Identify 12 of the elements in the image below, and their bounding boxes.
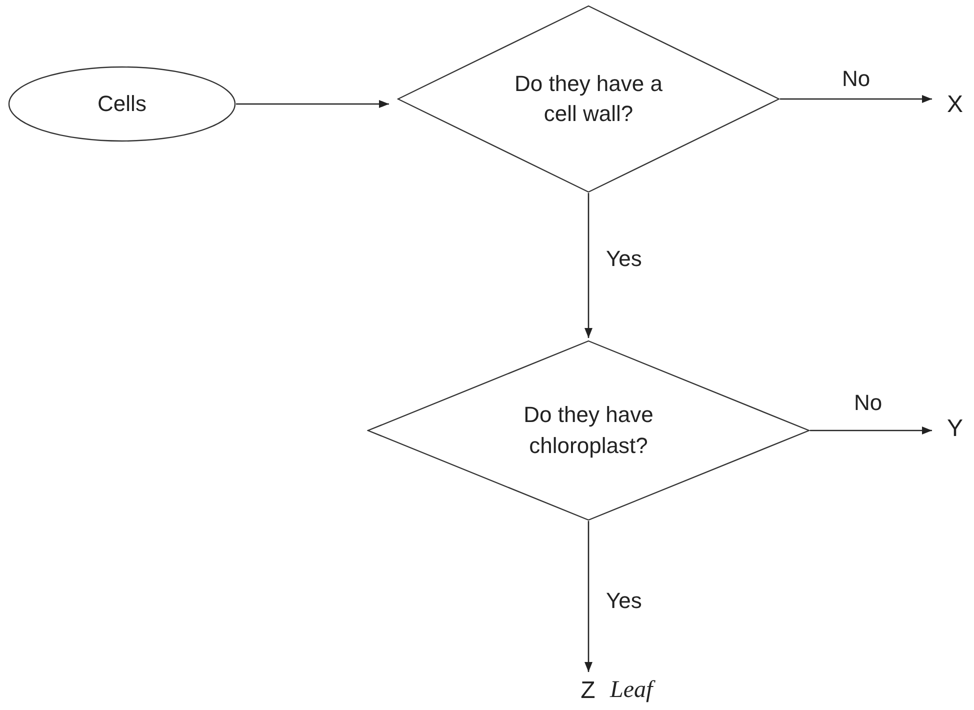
arrow: [780, 95, 932, 103]
arrow: [236, 100, 389, 108]
question-text: Do they have a cell wall?: [514, 70, 664, 128]
outcome-label: X: [946, 90, 963, 120]
question-text: Do they have chloroplast?: [522, 401, 654, 460]
start-label: Cells: [98, 90, 146, 118]
outcome-label: Z: [580, 676, 596, 706]
handwritten-note: Leaf: [610, 672, 653, 708]
arrow: [584, 193, 592, 338]
outcome-label: Y: [946, 414, 963, 444]
arrow: [584, 521, 592, 672]
arrow: [810, 426, 932, 434]
